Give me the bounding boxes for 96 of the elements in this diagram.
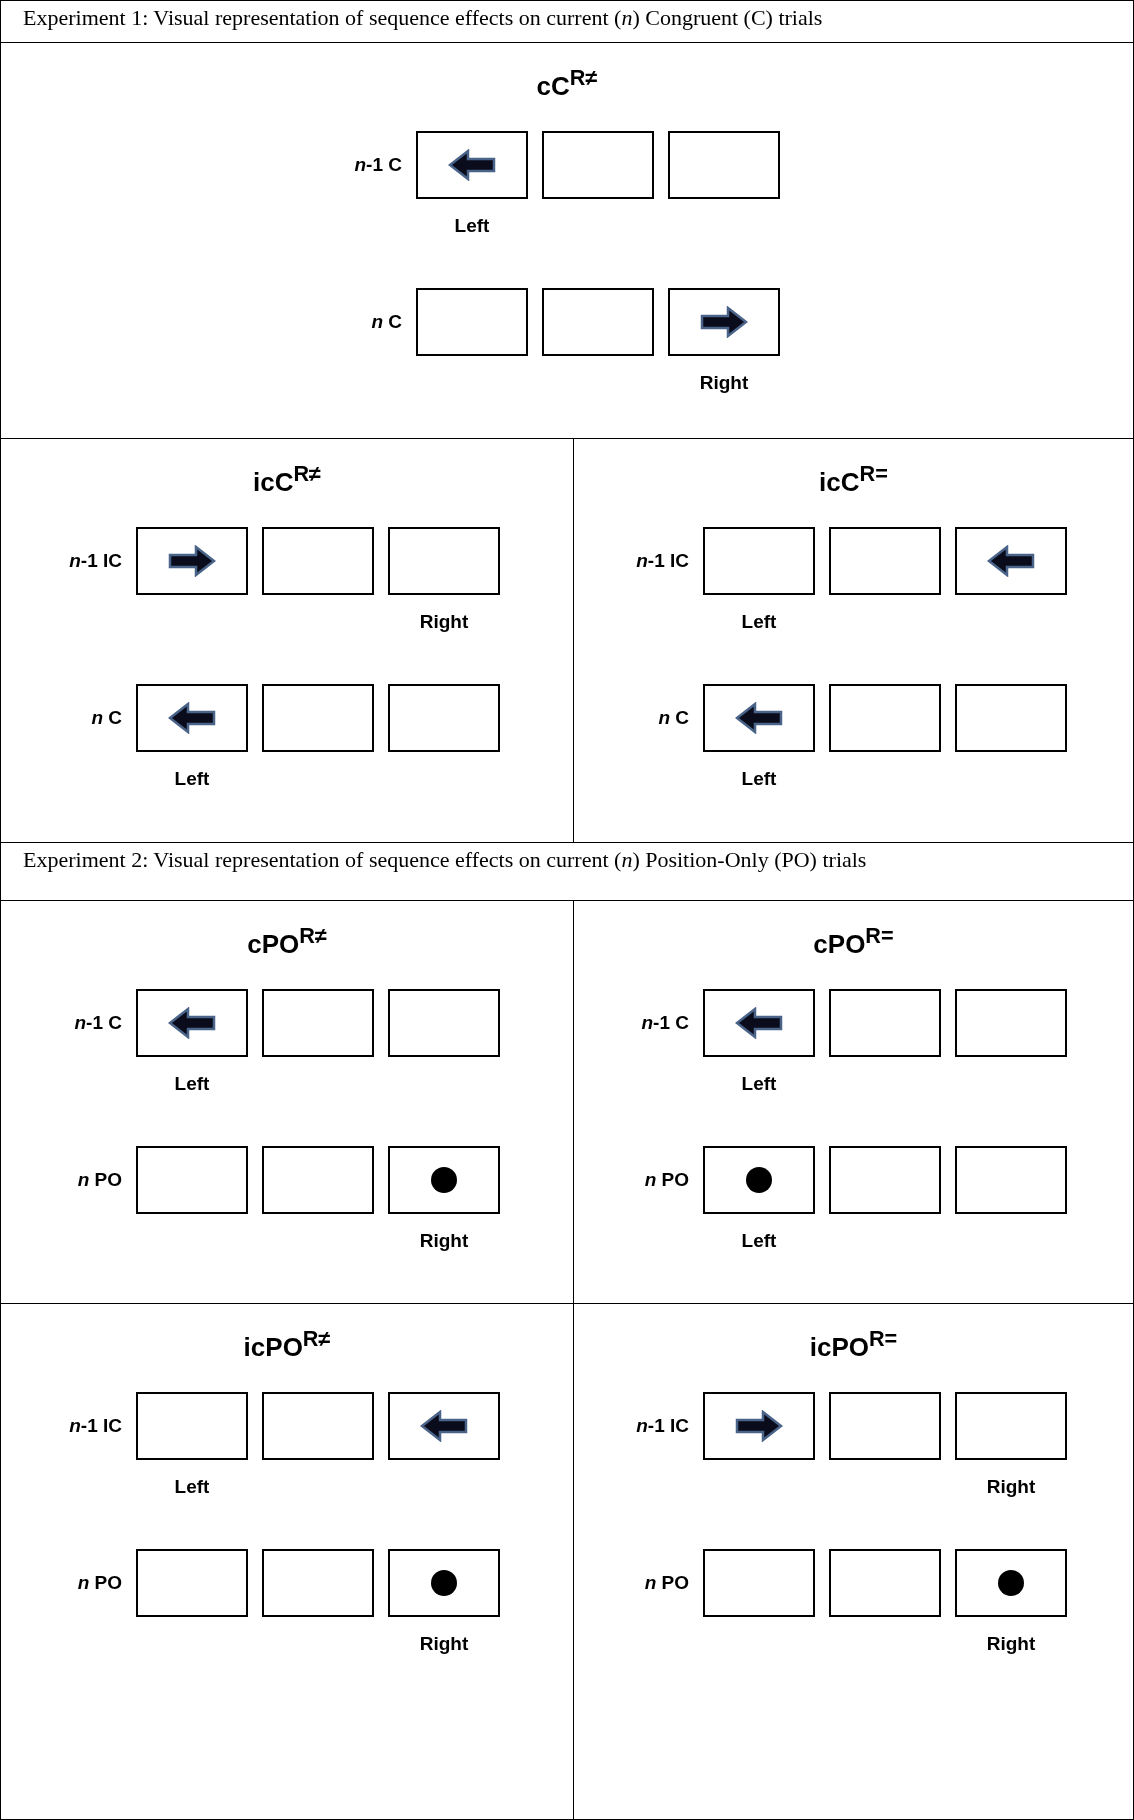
stimulus-box (416, 131, 528, 199)
stimulus-box (955, 1392, 1067, 1460)
stimulus-box (262, 1549, 374, 1617)
response-label: Right (418, 1230, 470, 1252)
stimulus-box (829, 527, 941, 595)
trial-label: n PO (77, 1572, 122, 1594)
panel-title: icC$^{R≠}$ (253, 461, 321, 498)
dot-icon (429, 1568, 458, 1597)
stimulus-box (136, 1549, 248, 1617)
response-label: Left (740, 1073, 778, 1095)
response-label: Left (740, 768, 778, 790)
trial-label: n C (371, 311, 402, 333)
panel (0, 42, 1134, 439)
response-label: Right (985, 1476, 1037, 1498)
stimulus-box (703, 1392, 815, 1460)
stimulus-box (136, 1392, 248, 1460)
stimulus-box (703, 989, 815, 1057)
dot-icon (429, 1165, 458, 1194)
stimulus-box (388, 989, 500, 1057)
stimulus-box (542, 288, 654, 356)
trial-label: n-1 C (641, 1012, 689, 1034)
response-label: Left (173, 768, 211, 790)
arrow-icon (986, 544, 1035, 577)
trial-label: n C (91, 707, 122, 729)
trial-label: n PO (644, 1169, 689, 1191)
dot-icon (996, 1568, 1025, 1597)
stimulus-box (829, 1146, 941, 1214)
stimulus-box (136, 989, 248, 1057)
trial-label: n-1 IC (69, 1415, 122, 1437)
response-label: Right (985, 1633, 1037, 1655)
arrow-icon (167, 1006, 216, 1039)
response-label: Left (173, 1476, 211, 1498)
stimulus-box (136, 1146, 248, 1214)
section-heading: Experiment 2: Visual representation of sequence effects on current (n) Position-Only (PO) trials (0, 842, 1134, 901)
response-label: Right (418, 611, 470, 633)
response-label: Left (173, 1073, 211, 1095)
stimulus-box (262, 527, 374, 595)
response-label: Left (740, 611, 778, 633)
response-label: Left (740, 1230, 778, 1252)
arrow-icon (419, 1409, 468, 1442)
stimulus-box (388, 527, 500, 595)
stimulus-box (829, 1392, 941, 1460)
stimulus-box (955, 989, 1067, 1057)
arrow-icon (699, 305, 748, 338)
stimulus-box (388, 1146, 500, 1214)
stimulus-box (388, 684, 500, 752)
panel-title: icPO$^{R=}$ (809, 1326, 898, 1363)
stimulus-box (136, 527, 248, 595)
panel-title: cC$^{R≠}$ (536, 65, 598, 102)
stimulus-box (829, 989, 941, 1057)
arrow-icon (447, 148, 496, 181)
stimulus-box (416, 288, 528, 356)
panel-title: cPO$^{R≠}$ (247, 923, 327, 960)
stimulus-box (955, 684, 1067, 752)
trial-label: n-1 IC (69, 550, 122, 572)
stimulus-box (703, 1146, 815, 1214)
stimulus-box (136, 684, 248, 752)
arrow-icon (734, 1409, 783, 1442)
trial-label: n-1 IC (636, 550, 689, 572)
trial-label: n PO (644, 1572, 689, 1594)
trial-label: n PO (77, 1169, 122, 1191)
panel-title: icC$^{R=}$ (819, 461, 888, 498)
panel (573, 1303, 1134, 1820)
stimulus-box (829, 1549, 941, 1617)
stimulus-box (955, 1146, 1067, 1214)
stimulus-box (388, 1549, 500, 1617)
stimulus-box (703, 527, 815, 595)
section-heading: Experiment 1: Visual representation of sequence effects on current (n) Congruent (C) trials (0, 0, 1134, 43)
response-label: Right (698, 372, 750, 394)
stimulus-box (829, 684, 941, 752)
panel-title: icPO$^{R≠}$ (243, 1326, 331, 1363)
stimulus-box (703, 1549, 815, 1617)
arrow-icon (167, 701, 216, 734)
stimulus-box (668, 131, 780, 199)
stimulus-box (703, 684, 815, 752)
stimulus-box (955, 527, 1067, 595)
dot-icon (744, 1165, 773, 1194)
stimulus-box (262, 684, 374, 752)
trial-label: n-1 C (74, 1012, 122, 1034)
stimulus-box (388, 1392, 500, 1460)
response-label: Right (418, 1633, 470, 1655)
stimulus-box (262, 1392, 374, 1460)
trial-label: n-1 C (354, 154, 402, 176)
stimulus-box (542, 131, 654, 199)
trial-label: n-1 IC (636, 1415, 689, 1437)
arrow-icon (734, 1006, 783, 1039)
arrow-icon (734, 701, 783, 734)
arrow-icon (167, 544, 216, 577)
panel (0, 1303, 574, 1820)
stimulus-box (262, 1146, 374, 1214)
response-label: Left (453, 215, 491, 237)
trial-label: n C (658, 707, 689, 729)
stimulus-box (668, 288, 780, 356)
panel-title: cPO$^{R=}$ (813, 923, 894, 960)
stimulus-box (262, 989, 374, 1057)
stimulus-box (955, 1549, 1067, 1617)
